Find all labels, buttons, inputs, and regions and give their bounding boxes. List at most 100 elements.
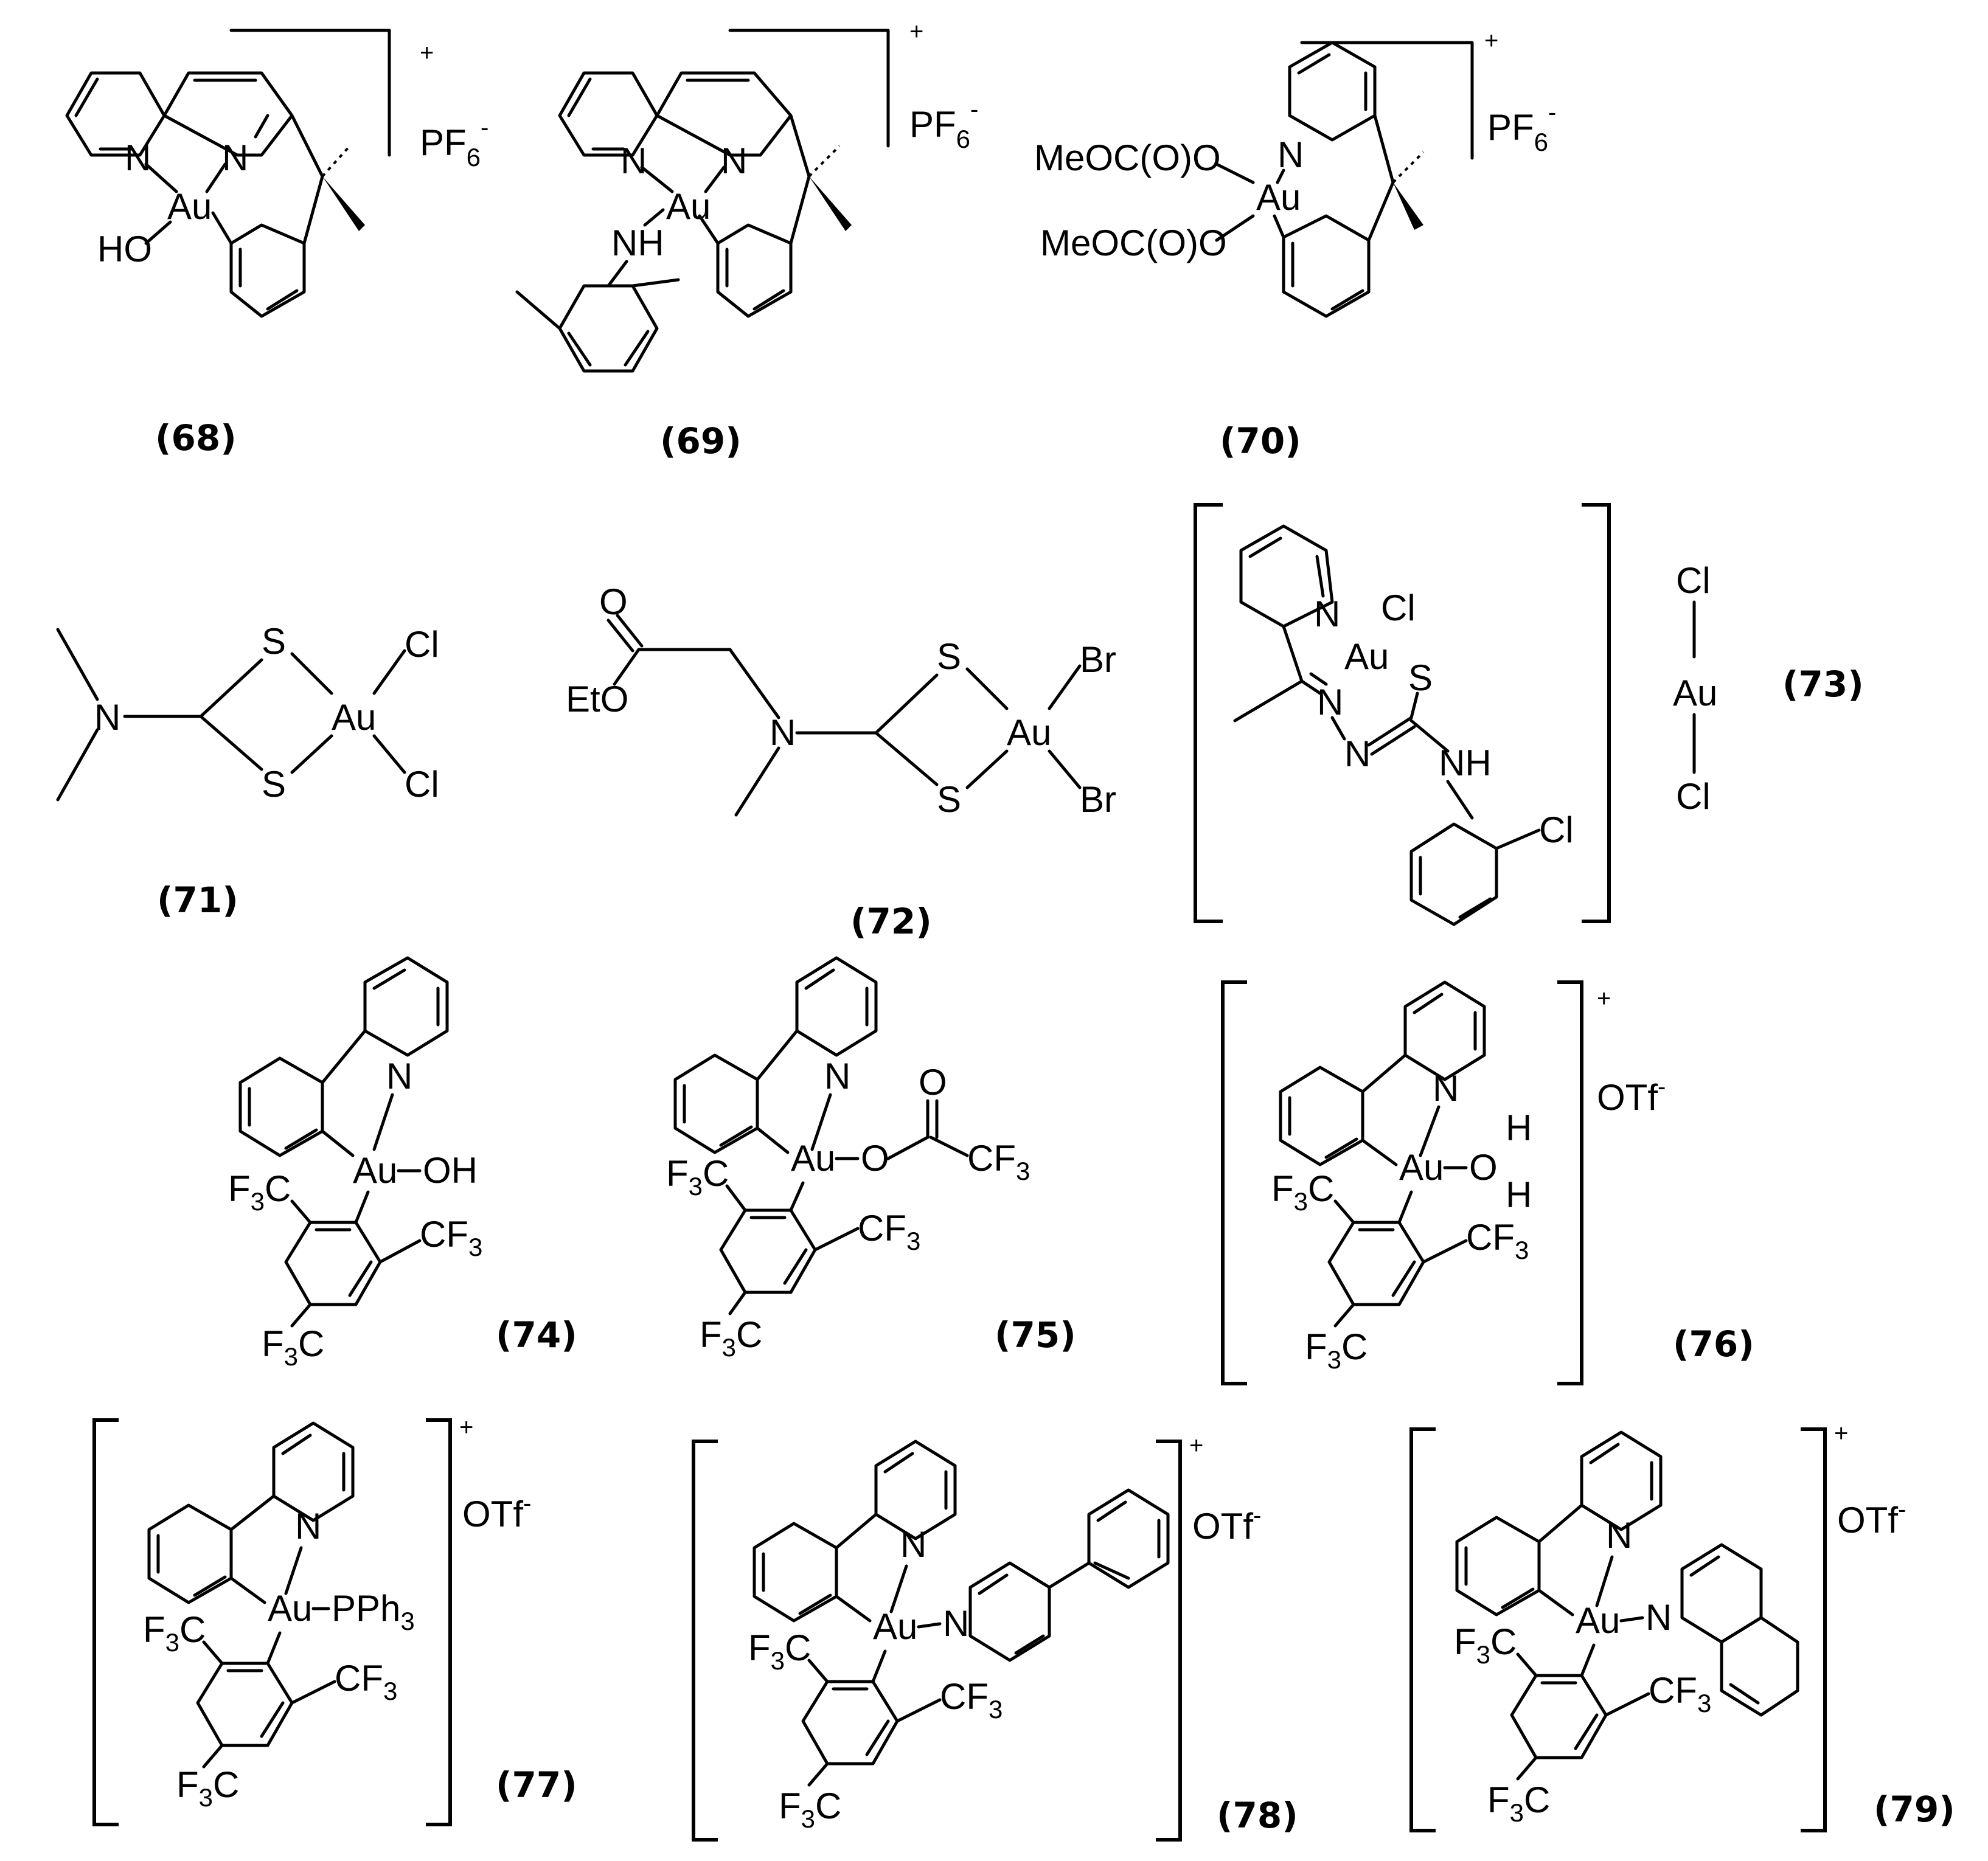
pyridine-ring (363, 956, 449, 1057)
aryl-ring (719, 1208, 817, 1294)
ethoxy-label: EtO (566, 679, 628, 719)
compound-69: + PF6- N N Au NH (69) (515, 18, 978, 462)
n-atom-label: N (94, 697, 120, 738)
cf3-label: F3C (262, 1323, 324, 1371)
pyridine-ring (162, 71, 294, 157)
phenyl-ring (1455, 1516, 1541, 1617)
left-bracket (92, 1418, 119, 1826)
o-atom-label: O (919, 1062, 947, 1103)
right-bracket (1582, 503, 1611, 923)
cf3-label: CF3 (940, 1676, 1003, 1724)
cf3-label: CF3 (1649, 1670, 1711, 1717)
phenyl-ring (238, 1056, 324, 1157)
s-atom-label: S (262, 764, 286, 805)
ligand-label: PPh3 (332, 1588, 415, 1635)
n-atom-label: N (620, 140, 647, 181)
cf3-label: F3C (1271, 1168, 1334, 1216)
cf3-label: CF3 (420, 1214, 482, 1261)
compound-72: O EtO N S S Au Br Br (72) (566, 581, 1116, 942)
cf3-label: F3C (143, 1609, 206, 1657)
cf3-label: F3C (779, 1786, 841, 1833)
phenyl-ring (673, 1053, 759, 1154)
compound-77: + OTf- N Au PPh3 F3C CF3 F3C (77) (92, 1414, 577, 1826)
charge-bracket (229, 29, 391, 157)
counterion-label: PF6- (909, 96, 978, 153)
aryl-ring (1510, 1674, 1608, 1759)
au-atom-label: Au (873, 1606, 917, 1647)
phenyl-ring (752, 1522, 838, 1623)
compound-id: (77) (496, 1764, 577, 1806)
compound-id: (71) (157, 879, 238, 921)
pyridine-ring (1288, 41, 1377, 142)
h-atom-label: H (1506, 1107, 1532, 1148)
pyridine-ring (655, 71, 793, 157)
s-atom-label: S (937, 779, 961, 820)
br-atom-label: Br (1080, 779, 1116, 820)
counterion-label: PF6- (1487, 99, 1556, 156)
au-atom-label: Au (353, 1150, 397, 1191)
chlorophenyl-ring (1409, 822, 1498, 926)
n-atom-label: N (1606, 1515, 1632, 1556)
cf3-label: CF3 (858, 1208, 920, 1255)
n-atom-label: N (1433, 1068, 1459, 1109)
s-atom-label: S (1408, 657, 1433, 698)
right-bracket (426, 1418, 452, 1826)
cf3-label: CF3 (1466, 1217, 1529, 1264)
compound-76: + OTf- N Au O H H F3C CF3 F3C (76) (1221, 980, 1754, 1385)
counterion-label: OTf- (1597, 1073, 1666, 1118)
compound-74: N Au OH F3C CF3 F3C (74) (228, 956, 577, 1371)
cf3-label: F3C (666, 1153, 729, 1201)
charge-label: + (1597, 985, 1611, 1012)
ligand-label: HO (97, 229, 152, 269)
counterion-label: OTf- (462, 1490, 531, 1534)
n-atom-label: N (943, 1603, 969, 1644)
cl-atom-label: Cl (405, 624, 439, 665)
quinoline-ring (1720, 1616, 1799, 1717)
n-atom-label: N (1317, 682, 1343, 723)
cl-atom-label: Cl (1676, 776, 1711, 817)
o-atom-label: O (1469, 1147, 1498, 1188)
phenyl-ring (1279, 1066, 1364, 1166)
n-atom-label: N (1344, 733, 1371, 774)
h-atom-label: H (1506, 1174, 1532, 1215)
s-atom-label: S (937, 636, 961, 677)
counterion-label: OTf- (1192, 1502, 1261, 1547)
au-atom-label: Au (1399, 1147, 1444, 1188)
phenyl-ring (1087, 1488, 1170, 1589)
cl-atom-label: Cl (1381, 587, 1416, 628)
compound-id: (73) (1782, 664, 1864, 705)
pyridine-ring (795, 956, 878, 1057)
pyridine-ring (558, 71, 659, 157)
au-atom-label: Au (1344, 636, 1389, 677)
compound-id: (74) (496, 1314, 577, 1356)
cl-atom-label: Cl (1676, 560, 1711, 601)
ligand-label: MeOC(O)O (1040, 223, 1227, 263)
o-atom-label: O (861, 1138, 889, 1179)
ligand-label: OH (423, 1150, 478, 1191)
charge-bracket (1300, 41, 1474, 160)
compound-70: + PF6- N Au MeOC(O)O MeOC(O)O (70) (1034, 27, 1556, 462)
o-atom-label: O (599, 581, 628, 622)
au-atom-label: Au (791, 1138, 835, 1179)
dimethylphenyl-ring (558, 284, 659, 373)
phenyl-ring (716, 223, 793, 318)
cf3-label: F3C (1305, 1326, 1368, 1374)
n-atom-label: N (386, 1056, 412, 1097)
charge-label: + (459, 1414, 473, 1441)
phenyl-ring (147, 1503, 233, 1604)
left-bracket (1194, 503, 1223, 923)
cf3-label: CF3 (967, 1138, 1030, 1185)
au-atom-label: Au (167, 186, 212, 227)
counterion-label: OTf- (1837, 1496, 1906, 1540)
charge-label: + (420, 40, 434, 66)
br-atom-label: Br (1080, 639, 1116, 680)
compound-73: N Cl Au N N S NH Cl Cl Au Cl (73) (1194, 503, 1864, 926)
compound-id: (68) (155, 417, 237, 459)
nh-label: NH (1439, 743, 1492, 783)
pyridine-ring (968, 1561, 1051, 1662)
compound-id: (75) (995, 1314, 1076, 1356)
au-atom-label: Au (1576, 1600, 1620, 1641)
cf3-label: F3C (1487, 1780, 1550, 1827)
compound-79: + OTf- N Au N F3C CF3 F3C (79) (1409, 1420, 1955, 1832)
